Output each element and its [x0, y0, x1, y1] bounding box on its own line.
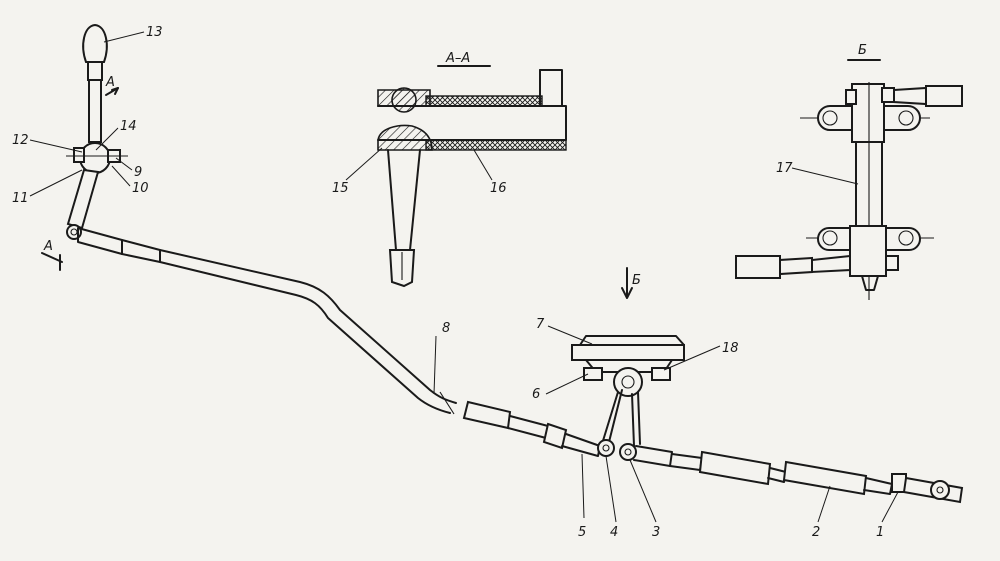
callout-9: 9 — [134, 165, 142, 180]
callout-17: 17 — [776, 161, 793, 176]
labels: А–А Б А А Б 13 14 12 9 10 11 15 16 17 8 … — [12, 25, 884, 540]
middle-rod-coupler — [542, 422, 568, 450]
mark-b-arrow: Б — [632, 273, 641, 288]
callout-1: 1 — [876, 525, 884, 540]
bracket-bolt-left — [583, 367, 603, 381]
lever-joint-3 — [619, 443, 637, 461]
callout-18: 18 — [722, 341, 739, 356]
view-b-lower-block — [849, 225, 887, 277]
leader-lines — [29, 31, 899, 523]
rod-end-fitting — [77, 227, 123, 255]
lever-rod — [88, 79, 102, 143]
view-b-arrow — [621, 267, 633, 299]
lever-lower-arm — [66, 168, 100, 230]
front-rod-tube-b — [782, 460, 868, 496]
section-ball-upper — [391, 87, 417, 113]
callout-14: 14 — [120, 119, 137, 134]
bracket-bolt-right — [651, 367, 671, 381]
callout-16: 16 — [490, 181, 507, 196]
callout-11: 11 — [12, 191, 29, 206]
mark-a-top: А — [105, 75, 115, 90]
callout-12: 12 — [12, 133, 29, 148]
middle-rod-tube — [462, 400, 512, 430]
section-aa-title: А–А — [445, 51, 470, 66]
gear-lever-assembly — [41, 23, 128, 271]
middle-rod — [462, 400, 601, 457]
mark-a-bottom: А — [43, 239, 53, 254]
view-b-upper-block — [851, 83, 885, 143]
section-aa-view — [377, 65, 567, 288]
section-cover-top — [425, 95, 543, 107]
section-ball-lower — [377, 124, 433, 151]
callout-7: 7 — [536, 317, 545, 332]
view-b-title: Б — [858, 43, 867, 58]
callout-3: 3 — [652, 525, 660, 540]
callout-8: 8 — [442, 321, 450, 336]
knob-neck — [87, 61, 103, 81]
main-rod — [77, 227, 457, 415]
section-a-arrow-bottom — [41, 252, 63, 263]
view-b-lower-tip — [735, 255, 781, 279]
callout-4: 4 — [610, 525, 618, 540]
bracket-pivot — [613, 367, 643, 397]
callout-6: 6 — [532, 387, 540, 402]
lever-nut-left — [73, 147, 85, 163]
callout-10: 10 — [132, 181, 149, 196]
callout-5: 5 — [578, 525, 586, 540]
front-rod — [633, 445, 964, 504]
callout-13: 13 — [146, 25, 163, 40]
section-cover-bottom — [425, 139, 567, 151]
view-b-upper-tip — [925, 85, 963, 107]
view-b — [735, 59, 963, 300]
front-rod-eye — [930, 480, 950, 500]
callout-15: 15 — [332, 181, 349, 196]
lever-knob — [82, 23, 108, 63]
bracket-plate — [571, 344, 685, 361]
lever-joint-4 — [597, 439, 615, 457]
callout-2: 2 — [812, 525, 820, 540]
front-rod-tube-a — [698, 450, 772, 486]
